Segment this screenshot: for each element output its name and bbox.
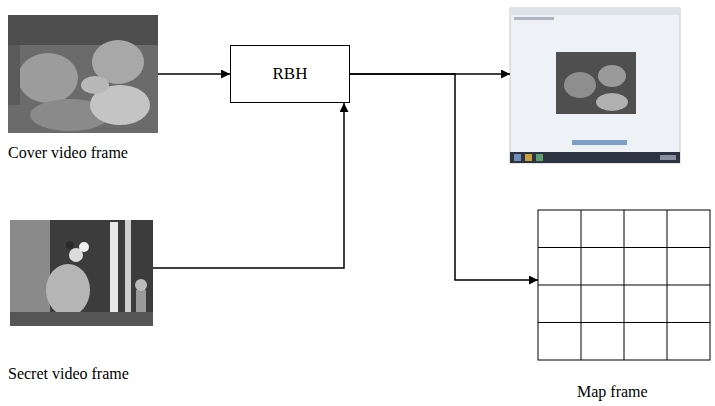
process-box: RBH: [230, 45, 350, 103]
cover-frame-picture: [8, 15, 158, 133]
map-frame: Map frame: [538, 210, 710, 360]
frame-caption: Cover video frame: [8, 143, 128, 162]
frame-caption: Secret video frame: [8, 364, 129, 383]
output-screen: [510, 8, 680, 163]
secret-video-frame: Secret video frame: [10, 220, 153, 326]
frame-caption: Map frame: [577, 382, 648, 401]
flow-arrow: [350, 74, 538, 280]
cover-video-frame: Cover video frame: [8, 15, 158, 133]
flow-arrow: [153, 103, 344, 268]
map-frame-grid: [538, 210, 710, 360]
secret-frame-picture: [10, 220, 153, 326]
output-screen-picture: [510, 8, 680, 163]
box-label: RBH: [273, 64, 308, 84]
flow-arrow: [158, 73, 230, 75]
